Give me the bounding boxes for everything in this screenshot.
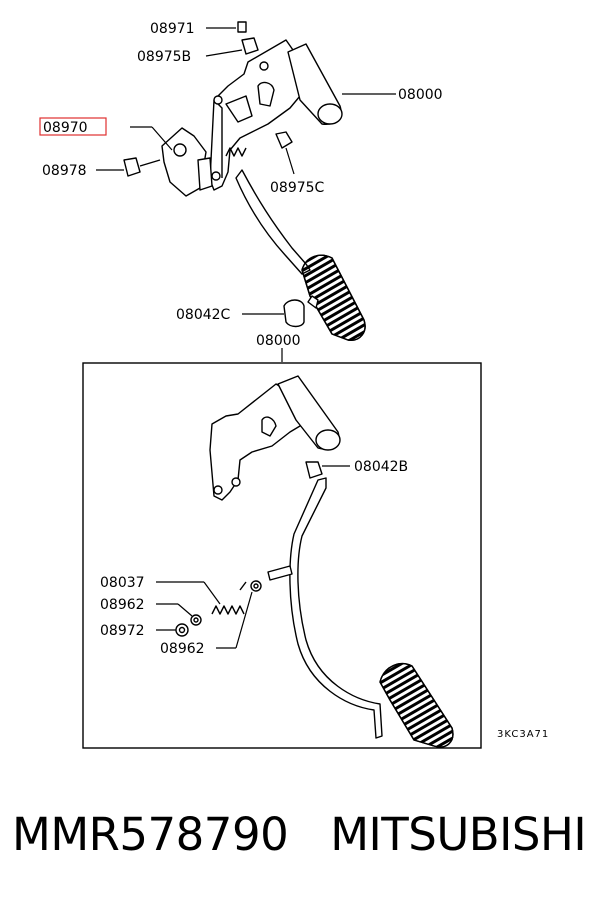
bolt-08042c <box>283 299 305 328</box>
nut-08975c <box>275 131 293 149</box>
pedal-assembly-top <box>123 21 366 341</box>
label-08975b[interactable]: 08975B <box>137 49 191 65</box>
pedal-pad-exploded <box>379 663 454 748</box>
exploded-view-frame <box>82 362 482 749</box>
brand-name: MITSUBISHI <box>330 808 587 861</box>
parts-diagram: 08971 08975B 08000 08970 08978 08975C 08… <box>39 21 549 749</box>
label-08042b[interactable]: 08042B <box>354 459 408 475</box>
spring-08037 <box>211 605 245 615</box>
nut-08971 <box>237 21 247 33</box>
label-08042c[interactable]: 08042C <box>176 307 231 323</box>
label-08978[interactable]: 08978 <box>42 163 87 179</box>
nut-08975b <box>241 37 259 55</box>
label-08975c[interactable]: 08975C <box>270 180 325 196</box>
label-08000-box[interactable]: 08000 <box>256 333 301 349</box>
label-08037[interactable]: 08037 <box>100 575 145 591</box>
highlight-box-08970 <box>39 117 107 136</box>
part-caption: MMR578790 MITSUBISHI <box>12 808 600 861</box>
diagram-code: 3KC3A71 <box>497 729 549 740</box>
pedal-pad <box>301 254 366 341</box>
label-08971[interactable]: 08971 <box>150 21 195 37</box>
label-08972[interactable]: 08972 <box>100 623 145 639</box>
part-number: MMR578790 <box>12 808 289 861</box>
label-08970[interactable]: 08970 <box>43 120 88 136</box>
bushing-08042b <box>305 461 323 479</box>
bolt-08978 <box>123 157 161 177</box>
label-08000-top[interactable]: 08000 <box>398 87 443 103</box>
return-spring <box>225 147 247 157</box>
pedal-arm-exploded <box>289 477 383 739</box>
label-08962-a[interactable]: 08962 <box>100 597 145 613</box>
pedal-assembly-exploded <box>175 375 454 748</box>
label-08962-b[interactable]: 08962 <box>160 641 205 657</box>
